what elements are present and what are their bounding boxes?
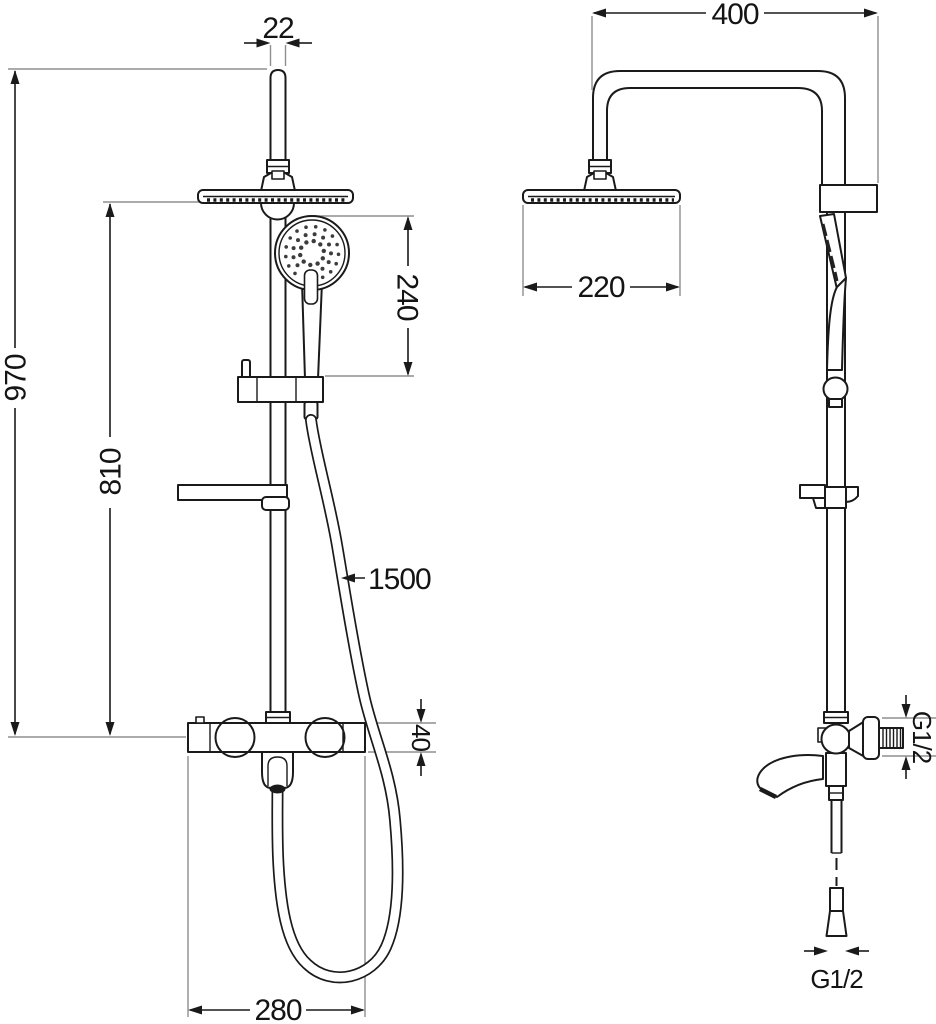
bath-spout bbox=[756, 754, 824, 798]
mixer-knob-left bbox=[214, 717, 256, 758]
dim-arm-depth: 400 bbox=[592, 0, 878, 31]
thread-hatch bbox=[882, 728, 902, 748]
rail-bottom-collar bbox=[265, 711, 291, 724]
dim-total-height: 970 bbox=[0, 70, 33, 736]
dim-hose-length: 1500 bbox=[341, 563, 432, 596]
shower-arm-column bbox=[592, 70, 846, 712]
shower-hose bbox=[269, 414, 404, 984]
dim-hose-length-label: 1500 bbox=[368, 563, 431, 596]
overhead-shower-side bbox=[522, 159, 681, 204]
overhead-shower bbox=[197, 170, 354, 221]
slide-rail bbox=[269, 203, 287, 712]
dim-total-height-label: 970 bbox=[0, 354, 33, 401]
side-view bbox=[522, 70, 904, 937]
wall-flange bbox=[862, 716, 880, 760]
dim-hose-outlet-thread-label: G1/2 bbox=[810, 964, 863, 994]
mixer-side bbox=[756, 711, 904, 801]
dim-mixer-width-label: 280 bbox=[254, 994, 301, 1024]
dim-mixer-height-label: 40 bbox=[406, 724, 436, 751]
dim-mixer-width: 280 bbox=[188, 994, 365, 1024]
ball-joint bbox=[260, 202, 295, 221]
hose-end-fitting bbox=[829, 887, 844, 912]
spray-holes bbox=[284, 225, 341, 280]
hand-shower-side bbox=[819, 213, 849, 408]
outlet-hose-side bbox=[825, 800, 848, 937]
dim-rail-height-label: 810 bbox=[95, 448, 128, 495]
rail-holder-side bbox=[799, 484, 859, 509]
hand-shower-handle-side bbox=[826, 277, 847, 371]
spout-mouth bbox=[758, 786, 778, 800]
extension-lines bbox=[8, 16, 936, 1017]
soap-shelf bbox=[177, 484, 290, 511]
dim-arm-depth-label: 400 bbox=[711, 0, 758, 31]
dim-hand-shower-length-label: 240 bbox=[391, 273, 424, 320]
dim-pipe-width: 22 bbox=[244, 12, 312, 48]
thermostatic-mixer bbox=[187, 716, 366, 789]
dim-head-diameter-label: 220 bbox=[577, 271, 624, 304]
dim-mixer-height: 40 bbox=[406, 699, 436, 776]
hose-outlet-port bbox=[269, 784, 286, 794]
wall-bracket bbox=[819, 184, 878, 213]
dim-head-diameter: 220 bbox=[523, 271, 680, 304]
hand-shower bbox=[274, 215, 350, 380]
mixer-knob-right bbox=[304, 717, 346, 758]
dim-pipe-width-label: 22 bbox=[262, 12, 294, 45]
dim-wall-inlet-thread: G1/2 bbox=[901, 695, 936, 779]
diverter-body bbox=[820, 723, 852, 755]
dim-rail-height: 810 bbox=[95, 203, 128, 736]
front-view bbox=[177, 69, 404, 984]
dim-hand-shower-length: 240 bbox=[391, 216, 424, 376]
top-pipe bbox=[266, 69, 290, 174]
hose-nut bbox=[822, 376, 849, 402]
dim-hose-outlet-thread: G1/2 bbox=[804, 946, 869, 994]
dim-wall-inlet-thread-label: G1/2 bbox=[907, 711, 936, 764]
